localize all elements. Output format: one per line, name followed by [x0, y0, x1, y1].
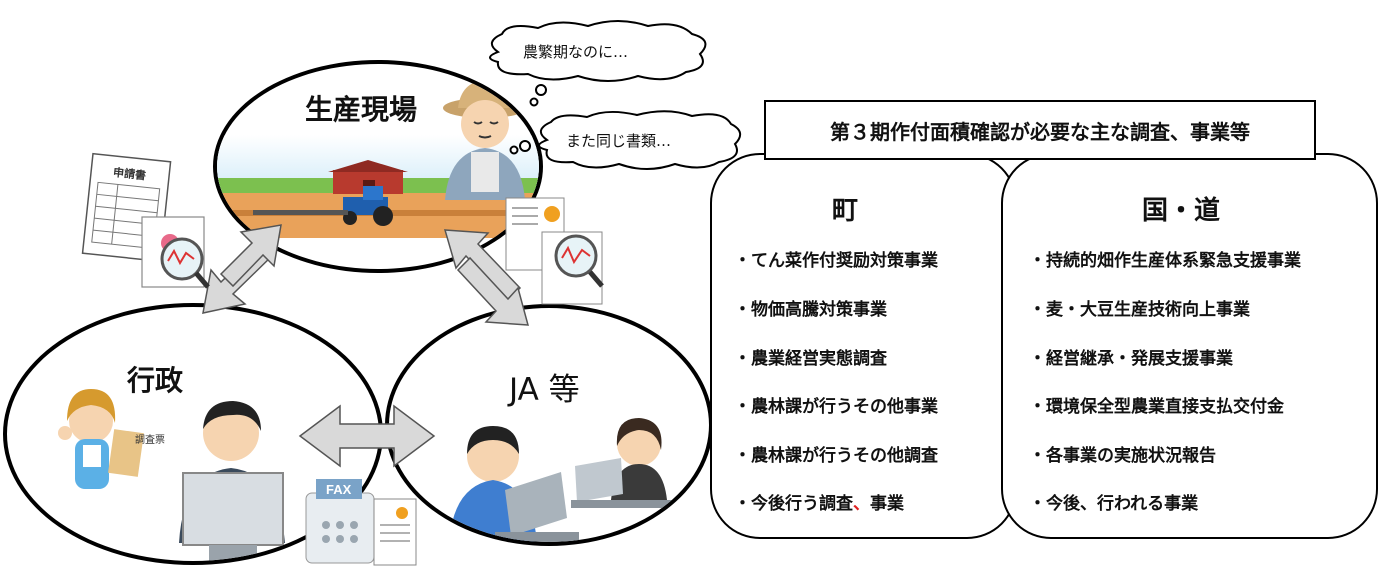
town-item-last: ・今後行う調査、事業	[734, 489, 904, 514]
national-item: ・今後、行われる事業	[1029, 494, 1199, 514]
town-item-last-b: 事業	[870, 494, 904, 514]
tractor-icon	[253, 186, 393, 226]
national-item: ・環境保全型農業直接支払交付金	[1029, 397, 1284, 417]
production-site-title: 生産現場	[305, 93, 418, 126]
survey-doc-label: 調査票	[135, 433, 165, 446]
report-documents-icon	[505, 197, 604, 305]
administration-title: 行政	[127, 364, 184, 397]
monitor-icon	[182, 472, 284, 561]
production-site-circle: 生産現場	[213, 60, 543, 273]
ja-woman-icon	[611, 418, 667, 500]
fax-label: FAX	[326, 482, 352, 497]
arrow-admin-ja	[298, 404, 436, 468]
speech-bubble-top	[489, 20, 707, 107]
ja-circle: JA 等	[385, 304, 713, 546]
ja-title: JA 等	[509, 372, 580, 408]
town-item: ・農林課が行うその他事業	[734, 397, 938, 417]
application-form-label: 申請書	[112, 165, 146, 182]
ja-workers-illustration	[449, 418, 681, 542]
office-workers-illustration: 調査票	[58, 389, 285, 561]
national-item: ・経営継承・発展支援事業	[1029, 349, 1233, 369]
magnifier-report-icon	[141, 216, 210, 289]
survey-list-title: 第３期作付面積確認が必要な主な調査、事業等	[764, 100, 1316, 160]
farm-scene-illustration	[217, 80, 539, 238]
town-heading: 町	[832, 196, 859, 226]
speech-bubble-top-text: 農繁期なのに…	[523, 43, 629, 61]
national-heading: 国・道	[1142, 196, 1221, 226]
arrow-production-ja	[443, 229, 529, 326]
speech-bubble-bottom	[509, 110, 742, 170]
national-item: ・麦・大豆生産技術向上事業	[1029, 300, 1250, 320]
town-panel: 町 ・てん菜作付奨励対策事業 ・物価高騰対策事業 ・農業経営実態調査 ・農林課が…	[710, 153, 1017, 539]
town-item: ・てん菜作付奨励対策事業	[734, 251, 938, 271]
national-item: ・各事業の実施状況報告	[1029, 446, 1216, 466]
town-item: ・農業経営実態調査	[734, 349, 887, 369]
fax-machine-icon: FAX	[305, 479, 417, 566]
laptop-icon-2	[571, 458, 681, 508]
national-item: ・持続的畑作生産体系緊急支援事業	[1029, 251, 1301, 271]
speech-bubble-bottom-text: また同じ書類…	[566, 132, 672, 150]
town-item-last-a: ・今後行う調査	[734, 494, 853, 514]
office-woman-icon	[58, 389, 144, 489]
town-item-last-separator: 、	[853, 494, 870, 514]
town-item: ・物価高騰対策事業	[734, 300, 887, 320]
application-form-icon: 申請書	[81, 152, 210, 289]
farmer-icon	[443, 80, 527, 200]
laptop-icon	[495, 472, 579, 542]
national-panel: 国・道 ・持続的畑作生産体系緊急支援事業 ・麦・大豆生産技術向上事業 ・経営継承…	[1001, 153, 1378, 539]
arrow-admin-production	[202, 224, 282, 314]
town-item: ・農林課が行うその他調査	[734, 446, 938, 466]
